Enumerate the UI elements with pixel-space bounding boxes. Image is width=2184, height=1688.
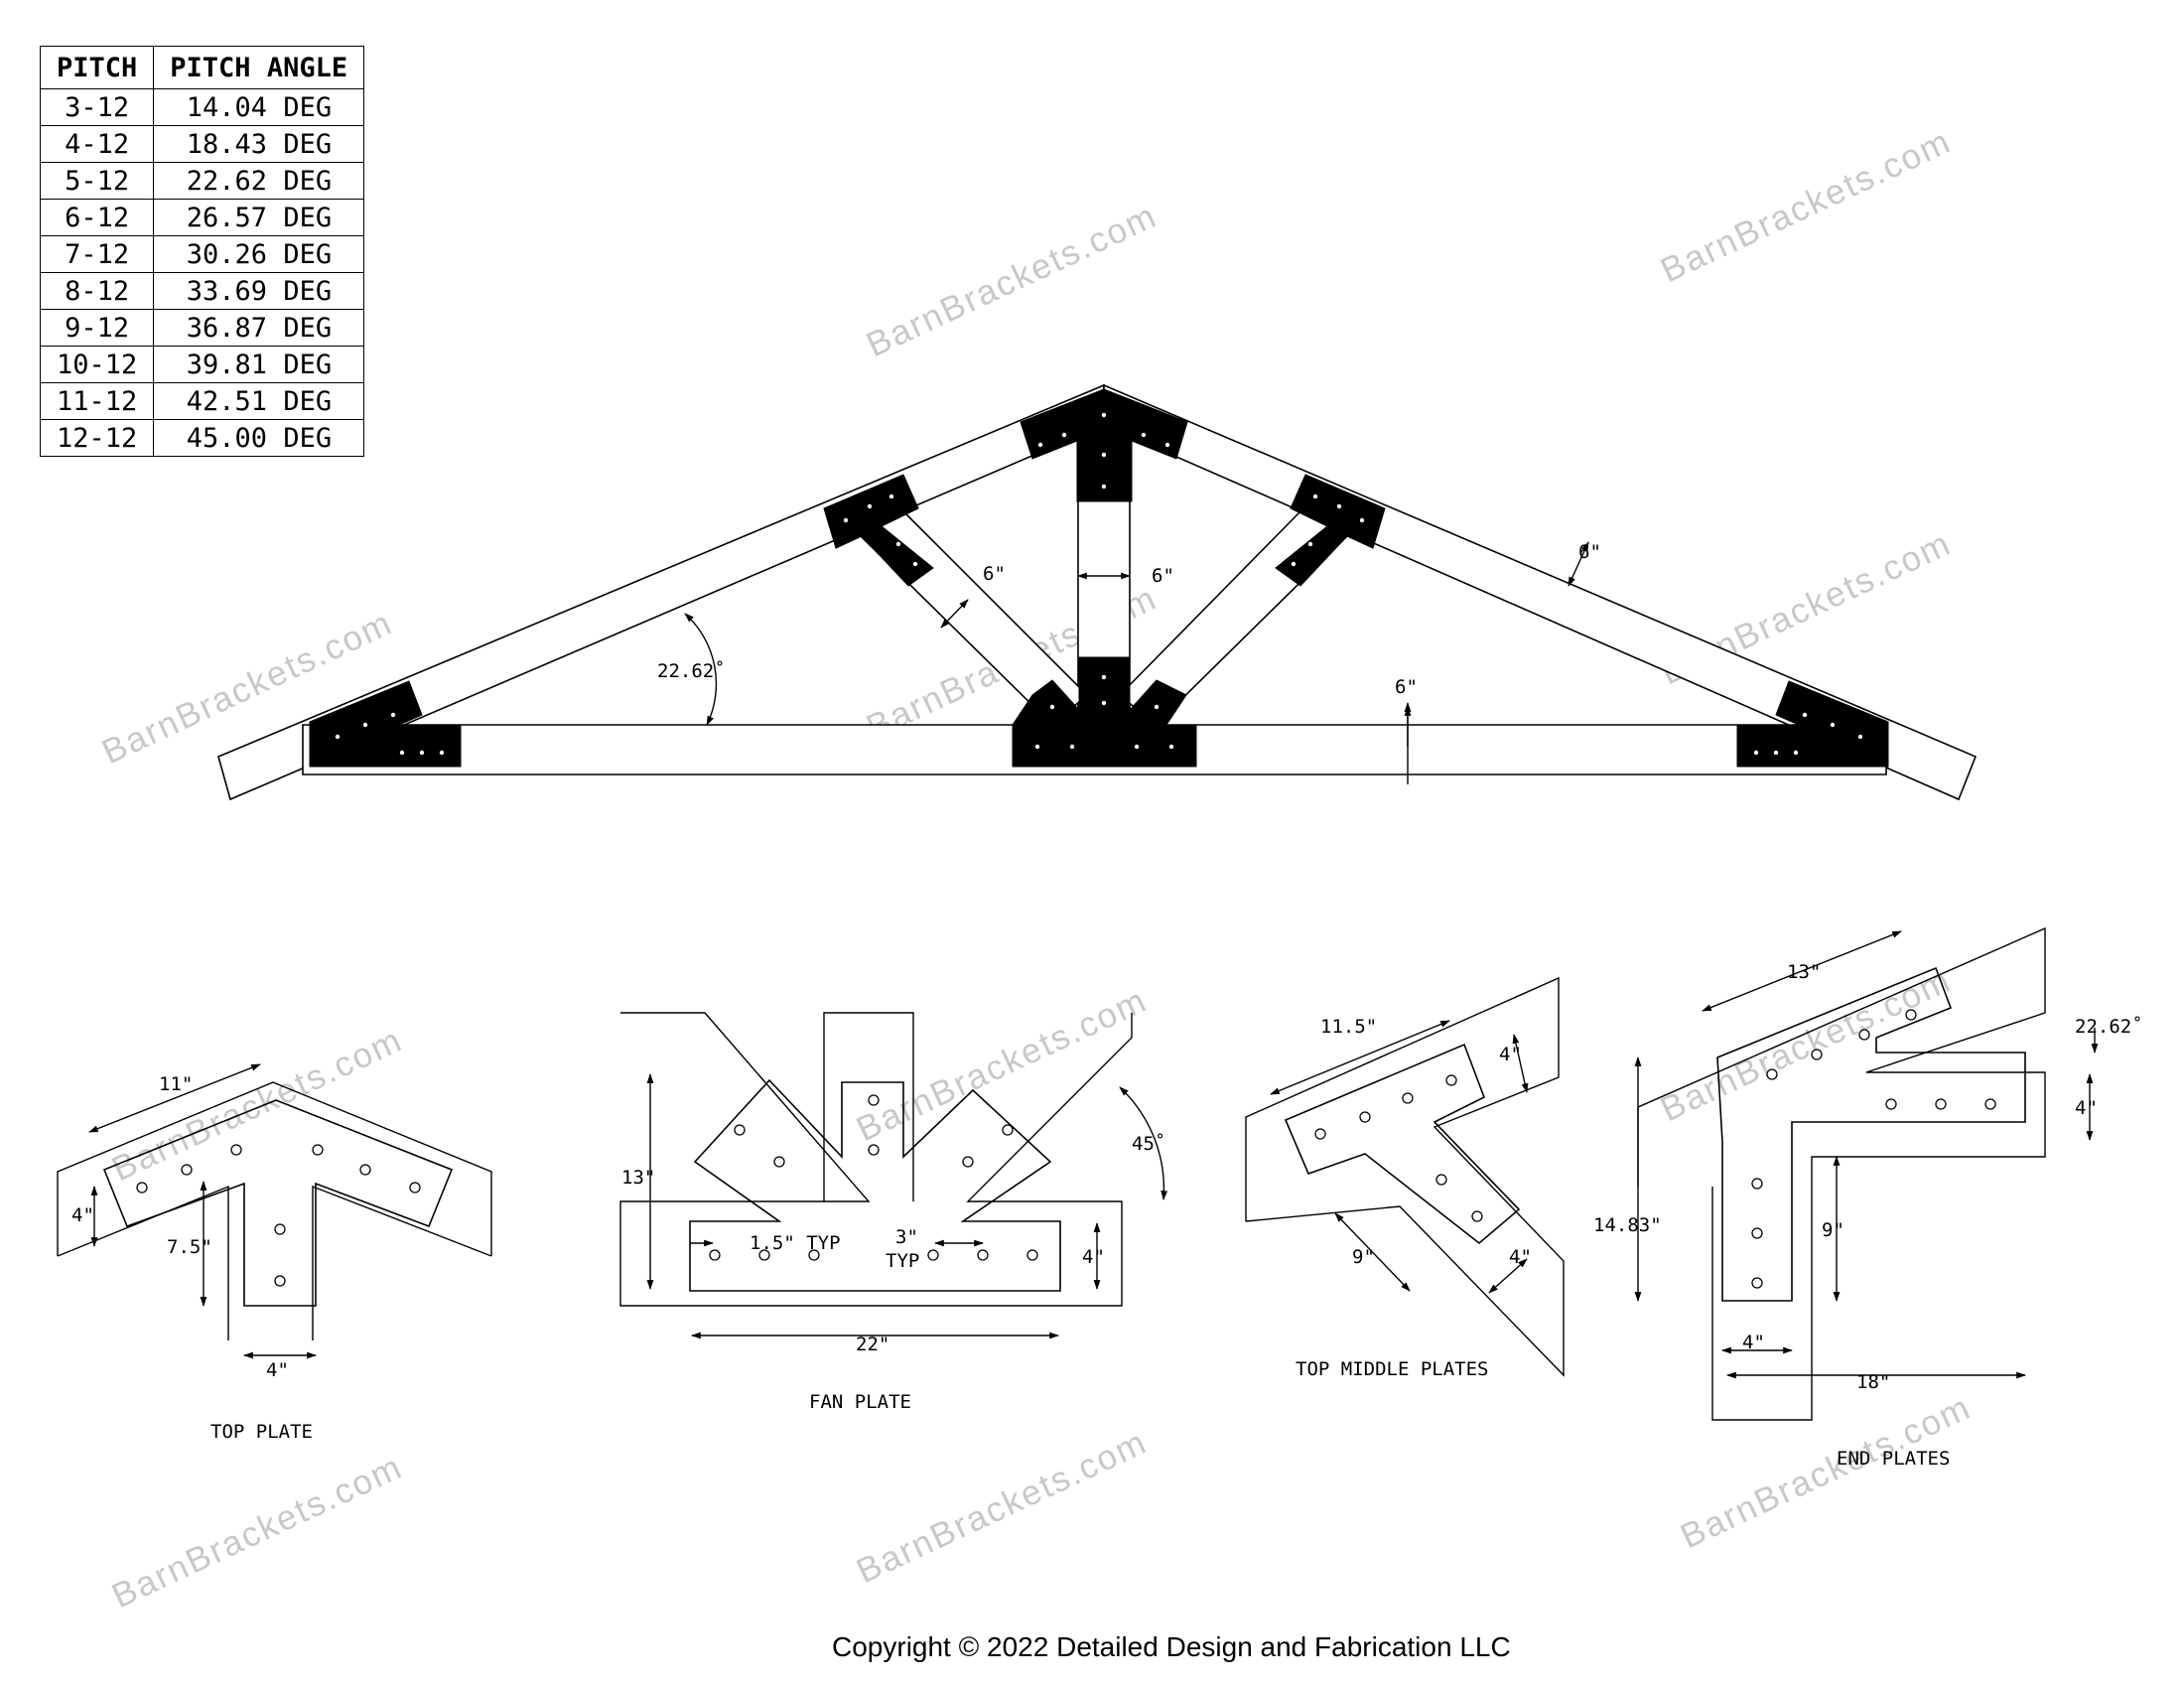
end-plate-angle: 22.62˚ [2075,1016,2143,1038]
top-middle-leg-width: 4" [1509,1246,1532,1268]
pitch-cell: 10-12 [39,346,155,383]
left-end-plate [309,680,462,768]
end-plate-right [1736,680,1889,768]
top-middle-length: 11.5" [1320,1016,1377,1038]
fan-plate-height: 13" [621,1167,655,1189]
copyright-text: Copyright © 2022 Detailed Design and Fab… [832,1631,1511,1662]
left-top-middle-plate [823,474,934,587]
apex-plate [1020,388,1188,502]
end-plate-height: 14.83" [1593,1214,1662,1236]
truss-elevation: 22.62˚ 6" 6" 6" 6" [217,383,1978,801]
top-plate-stem: 7.5" [167,1236,212,1258]
angle-cell: 30.26 DEG [153,235,365,273]
top-middle-plate-right [1275,474,1386,587]
angle-cell: 26.57 DEG [153,199,365,236]
angle-arc [684,613,718,726]
header-pitch-angle: PITCH ANGLE [153,46,365,89]
fan-plate-edge: 1.5" TYP [750,1232,841,1254]
truss-angle-label: 22.62˚ [657,660,726,682]
fan-plate-length: 22" [856,1334,889,1355]
top-middle-leg: 9" [1352,1246,1375,1268]
watermark: BarnBrackets.com [851,1423,1154,1592]
fan-plate-angle: 45˚ [1132,1133,1165,1155]
fan-plate-title: FAN PLATE [809,1391,911,1413]
angle-cell: 33.69 DEG [153,272,365,310]
pitch-cell: 12-12 [39,419,155,457]
watermark: BarnBrackets.com [1655,122,1958,291]
top-middle-plates-detail: 11.5" 4" 9" 4" TOP MIDDLE PLATES [1245,976,1565,1380]
top-plate-width: 4" [71,1204,94,1226]
top-middle-width: 4" [1499,1044,1522,1065]
pitch-cell: 6-12 [39,199,155,236]
top-plate-title: TOP PLATE [210,1421,313,1443]
end-plates-title: END PLATES [1837,1448,1950,1470]
pitch-cell: 3-12 [39,88,155,126]
watermark: BarnBrackets.com [106,1448,409,1617]
end-plate-left [309,680,462,768]
end-plate-stem: 9" [1822,1219,1844,1241]
watermark-layer: BarnBrackets.com BarnBrackets.com BarnBr… [96,122,1978,1617]
angle-cell: 39.81 DEG [153,346,365,383]
right-end-plate [1736,680,1889,768]
header-pitch: PITCH [39,46,155,89]
post-width-label: 6" [1152,565,1174,587]
watermark: BarnBrackets.com [1675,1388,1978,1557]
apex-plate [1020,388,1188,502]
top-middle-title: TOP MIDDLE PLATES [1296,1358,1488,1380]
top-plate-detail: 11" 4" 7.5" 4" TOP PLATE [57,1063,492,1443]
chord-width-label: 6" [1395,676,1418,698]
top-plate-stem-width: 4" [266,1359,289,1381]
web-width-label: 6" [983,563,1006,585]
end-plate-width: 4" [2075,1097,2098,1119]
watermark: BarnBrackets.com [851,981,1154,1150]
fan-plate-width: 4" [1082,1246,1105,1268]
pitch-cell: 9-12 [39,309,155,347]
watermark: BarnBrackets.com [1655,961,1958,1130]
angle-cell: 36.87 DEG [153,309,365,347]
end-plates-detail: 13" 22.62˚ 4" 14.83" 9" 4" 18" END PLATE… [1593,926,2143,1470]
fan-plate-spacing: 3" [895,1226,918,1248]
angle-cell: 45.00 DEG [153,419,365,457]
angle-cell: 22.62 DEG [153,162,365,200]
table-header-row: PITCH PITCH ANGLE [39,46,365,89]
pitch-cell: 7-12 [39,235,155,273]
top-plate-length: 11" [159,1073,193,1095]
pitch-cell: 11-12 [39,382,155,420]
angle-cell: 42.51 DEG [153,382,365,420]
top-middle-plate-left [823,474,934,587]
end-plate-stem-width: 4" [1742,1332,1765,1353]
watermark: BarnBrackets.com [106,1021,409,1190]
right-top-middle-plate [1275,474,1386,587]
fan-plate-outline [689,1078,1061,1292]
end-plate-top-length: 13" [1787,961,1821,983]
fan-plate-truss [1012,656,1197,768]
watermark: BarnBrackets.com [861,197,1163,365]
fan-plate-typ: TYP [886,1250,919,1272]
rafter-width-label: 6" [1578,541,1601,563]
angle-cell: 18.43 DEG [153,125,365,163]
top-plate-outline [102,1099,454,1307]
end-plate-outline [1716,966,2026,1302]
end-plate-length: 18" [1856,1371,1890,1393]
top-middle-plate-outline [1284,1043,1521,1245]
fan-plate [1012,656,1197,768]
fan-plate-detail: 13" 45˚ 1.5" TYP 3" TYP 4" 22" FAN PLATE [619,1012,1168,1413]
